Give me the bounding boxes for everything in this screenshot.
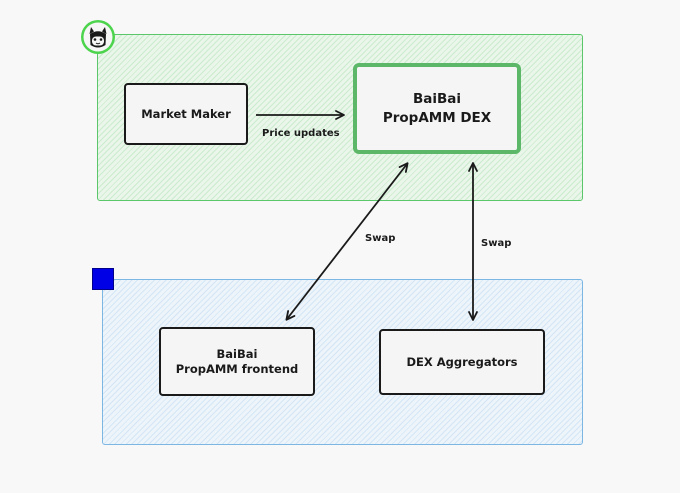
market-maker-label: Market Maker bbox=[141, 106, 231, 121]
propamm-dex-label-line2: PropAMM DEX bbox=[382, 109, 492, 126]
dex-aggregators-node[interactable]: DEX Aggregators bbox=[379, 329, 545, 395]
alpaca-logo-icon bbox=[81, 20, 115, 54]
selection-handle-icon[interactable] bbox=[92, 268, 114, 290]
propamm-dex-label-line1: BaiBai bbox=[412, 90, 462, 107]
price-updates-label: Price updates bbox=[262, 128, 340, 139]
swap-aggregators-label: Swap bbox=[481, 238, 512, 249]
dex-aggregators-label: DEX Aggregators bbox=[406, 354, 518, 369]
swap-frontend-arrow[interactable] bbox=[285, 162, 409, 321]
propamm-frontend-node[interactable]: BaiBai PropAMM frontend bbox=[159, 327, 315, 396]
swap-frontend-label: Swap bbox=[365, 233, 396, 244]
propamm-frontend-label-line1: BaiBai bbox=[216, 346, 258, 361]
propamm-frontend-label-line2: PropAMM frontend bbox=[175, 361, 299, 376]
propamm-dex-node[interactable]: BaiBai PropAMM DEX bbox=[353, 63, 521, 154]
market-maker-node[interactable]: Market Maker bbox=[124, 83, 248, 145]
